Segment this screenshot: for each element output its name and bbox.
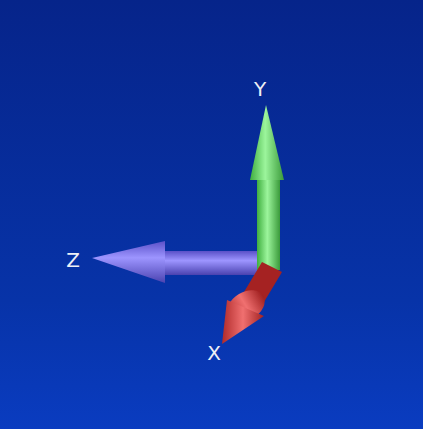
axis-label: Y (254, 79, 266, 99)
y-axis-arrow (250, 105, 284, 270)
z-axis-arrow (92, 241, 272, 283)
x-axis-arrow (222, 262, 282, 344)
axis-label: X (207, 343, 221, 363)
axis-label: Z (66, 250, 80, 270)
